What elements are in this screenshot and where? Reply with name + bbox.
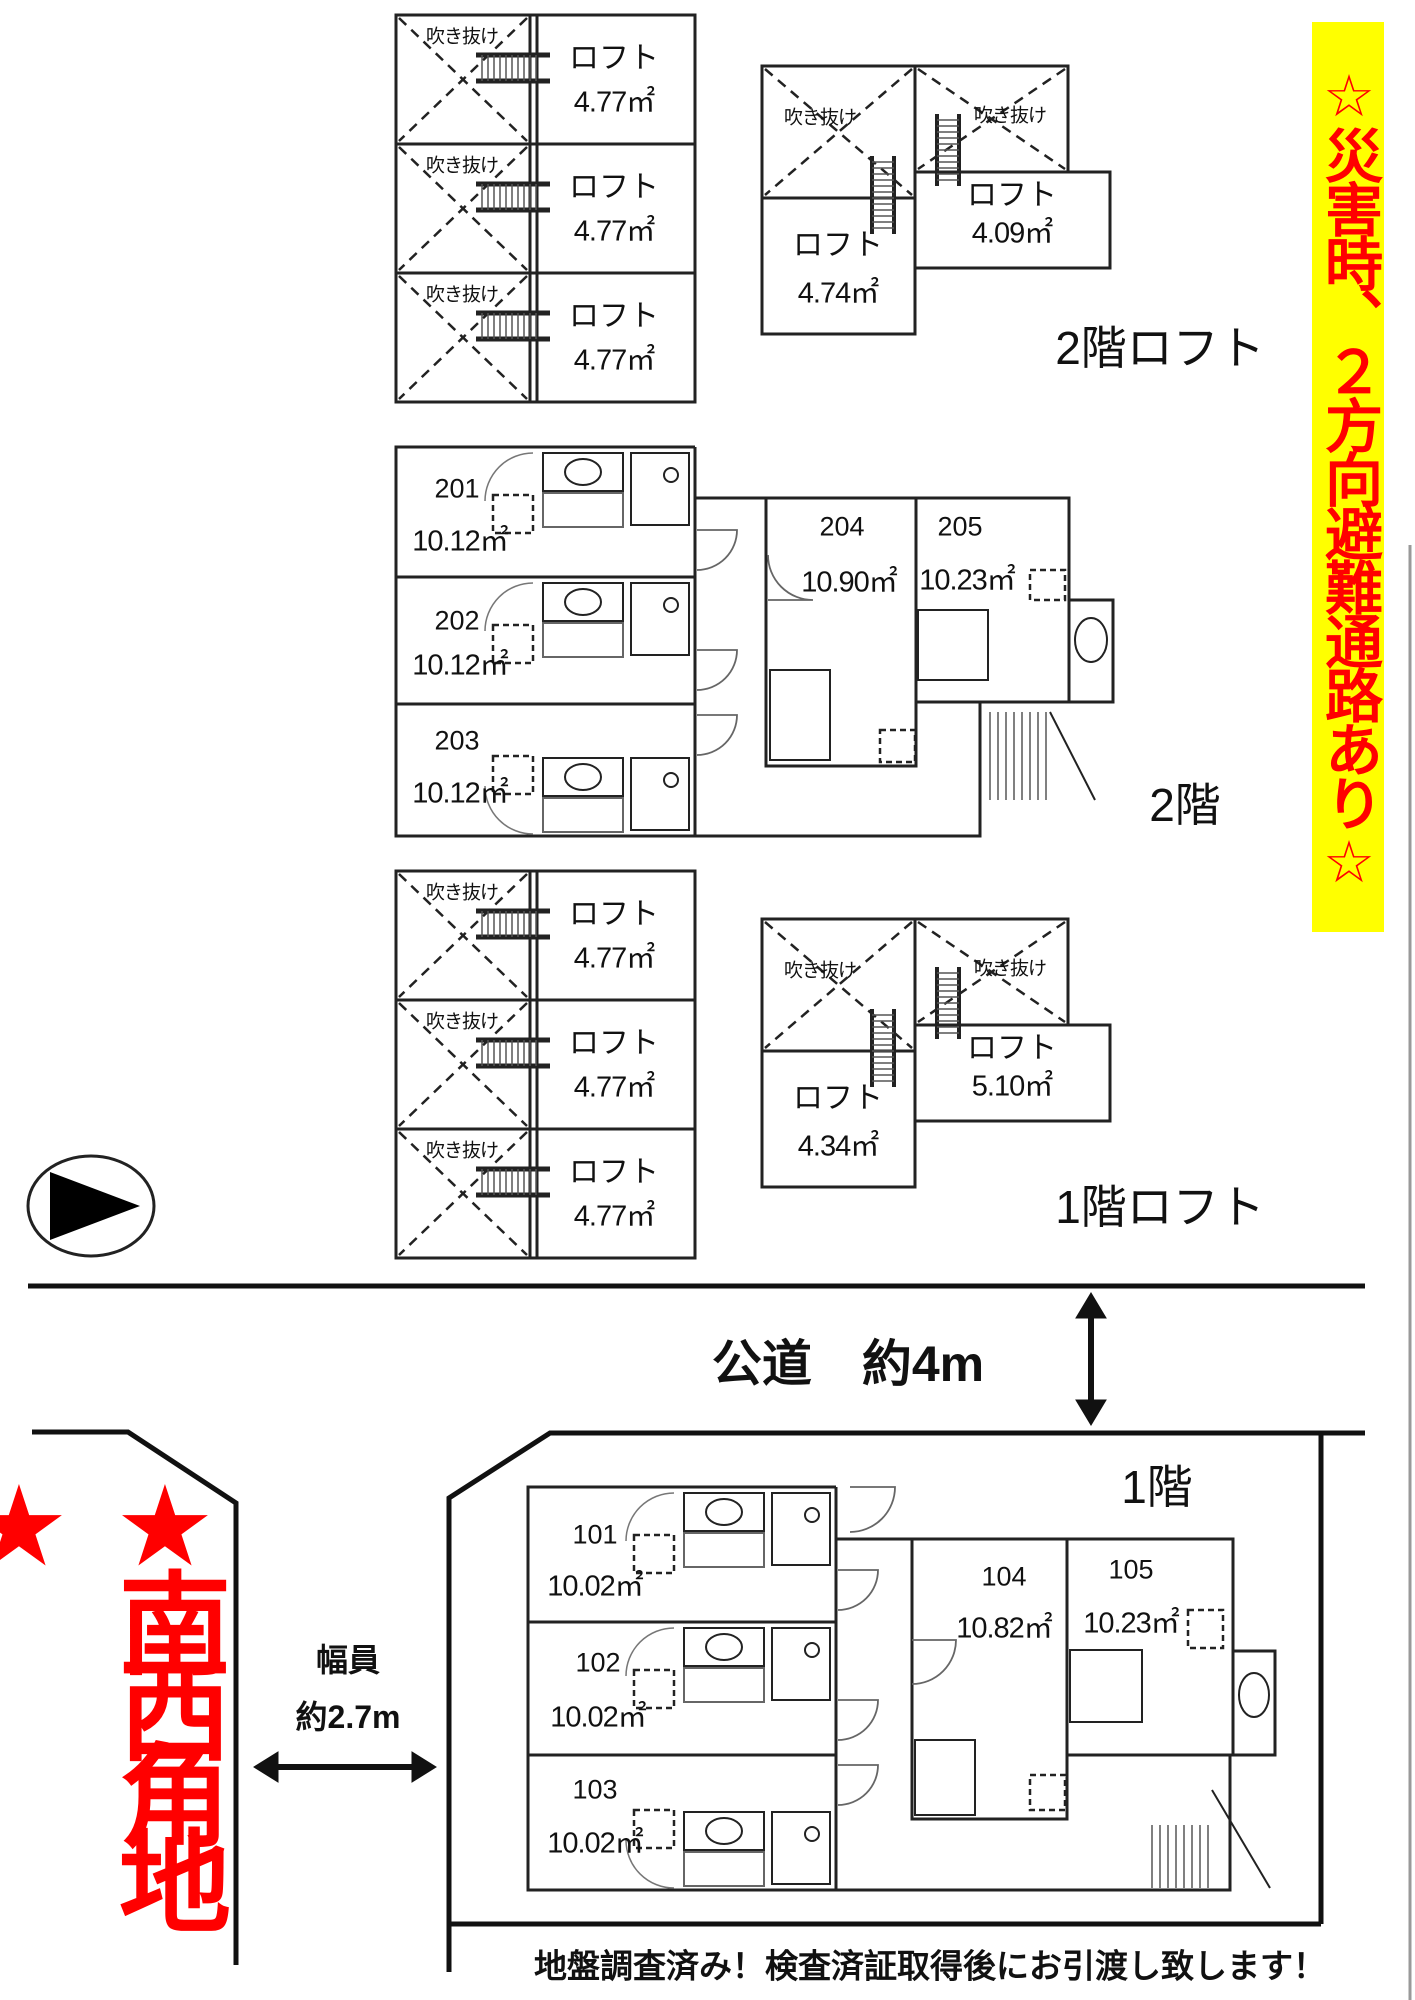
southwest-corner-label: ★南西角地★ bbox=[0, 1462, 228, 1910]
unit-204-number: 204 bbox=[819, 511, 865, 542]
unit-205-number: 205 bbox=[937, 511, 983, 542]
fukinuke-label: 吹き抜け bbox=[425, 284, 499, 306]
side-road-label: 幅員 bbox=[315, 1642, 381, 1678]
unit-203-area: 10.12㎡ bbox=[412, 777, 509, 810]
unit-201-area: 10.12㎡ bbox=[412, 525, 509, 558]
fukinuke-label: 吹き抜け bbox=[425, 1140, 499, 1162]
loft-area: 4.77㎡ bbox=[573, 1071, 655, 1104]
loft-area: 4.09㎡ bbox=[971, 217, 1053, 250]
unit-104-number: 104 bbox=[981, 1561, 1027, 1592]
loft-label: ロフト bbox=[569, 898, 659, 931]
road-width-arrow-icon bbox=[1075, 1292, 1107, 1426]
loft-area: 4.77㎡ bbox=[573, 86, 655, 119]
loft-area: 5.10㎡ bbox=[971, 1070, 1053, 1103]
fukinuke-label: 吹き抜け bbox=[973, 958, 1047, 980]
unit-103-area: 10.02㎡ bbox=[547, 1827, 644, 1860]
fukinuke-label: 吹き抜け bbox=[425, 1011, 499, 1033]
loft-area: 4.77㎡ bbox=[573, 942, 655, 975]
unit-102-area: 10.02㎡ bbox=[550, 1701, 647, 1734]
loft-1f-left-block bbox=[394, 869, 697, 1260]
loft-label: ロフト bbox=[793, 1082, 883, 1115]
evacuation-banner: ☆災害時、２方向避難通路あり☆ bbox=[1312, 22, 1384, 932]
unit-105-area: 10.23㎡ bbox=[1083, 1607, 1180, 1640]
side-road-width-arrow-icon bbox=[253, 1751, 437, 1783]
road-lines bbox=[28, 1283, 1365, 1972]
fukinuke-label: 吹き抜け bbox=[783, 107, 857, 129]
loft-2f-left-block bbox=[394, 13, 697, 404]
loft-label: ロフト bbox=[569, 42, 659, 75]
unit-101-number: 101 bbox=[572, 1519, 618, 1550]
loft-label: ロフト bbox=[967, 179, 1057, 212]
loft-label: ロフト bbox=[569, 171, 659, 204]
unit-102-number: 102 bbox=[575, 1647, 621, 1678]
floor-1f-plan bbox=[526, 1485, 1277, 1892]
unit-205-area: 10.23㎡ bbox=[919, 564, 1016, 597]
loft-label: ロフト bbox=[793, 229, 883, 262]
unit-201-number: 201 bbox=[434, 473, 480, 504]
north-arrow-icon bbox=[26, 1154, 156, 1258]
loft-area: 4.77㎡ bbox=[573, 215, 655, 248]
loft-1f-title: 1階ロフト bbox=[1055, 1181, 1265, 1233]
unit-103-number: 103 bbox=[572, 1774, 618, 1805]
loft-label: ロフト bbox=[967, 1032, 1057, 1065]
unit-105-number: 105 bbox=[1108, 1554, 1154, 1585]
loft-2f-title: 2階ロフト bbox=[1055, 322, 1265, 374]
unit-202-area: 10.12㎡ bbox=[412, 649, 509, 682]
loft-area: 4.77㎡ bbox=[573, 344, 655, 377]
loft-area: 4.74㎡ bbox=[797, 277, 879, 310]
loft-label: ロフト bbox=[569, 1156, 659, 1189]
floor-1f-title: 1階 bbox=[1121, 1461, 1193, 1513]
unit-202-number: 202 bbox=[434, 605, 480, 636]
footer-note: 地盤調査済み！検査済証取得後にお引渡し致します！ bbox=[534, 1947, 1326, 1985]
unit-204-area: 10.90㎡ bbox=[801, 566, 898, 599]
loft-label: ロフト bbox=[569, 300, 659, 333]
loft-2f-right-block bbox=[760, 64, 1112, 336]
loft-label: ロフト bbox=[569, 1027, 659, 1060]
unit-104-area: 10.82㎡ bbox=[956, 1612, 1053, 1645]
floor-2f-title: 2階 bbox=[1149, 779, 1221, 831]
fukinuke-label: 吹き抜け bbox=[425, 26, 499, 48]
loft-1f-right-block bbox=[760, 917, 1112, 1189]
fukinuke-label: 吹き抜け bbox=[425, 882, 499, 904]
fukinuke-label: 吹き抜け bbox=[783, 960, 857, 982]
fukinuke-label: 吹き抜け bbox=[973, 105, 1047, 127]
floor-2f-plan bbox=[394, 445, 1115, 838]
public-road-label: 公道 約4m bbox=[711, 1336, 985, 1392]
loft-area: 4.34㎡ bbox=[797, 1130, 879, 1163]
unit-101-area: 10.02㎡ bbox=[547, 1570, 644, 1603]
fukinuke-label: 吹き抜け bbox=[425, 155, 499, 177]
loft-area: 4.77㎡ bbox=[573, 1200, 655, 1233]
side-road-width: 約2.7m bbox=[295, 1699, 401, 1735]
unit-203-number: 203 bbox=[434, 725, 480, 756]
